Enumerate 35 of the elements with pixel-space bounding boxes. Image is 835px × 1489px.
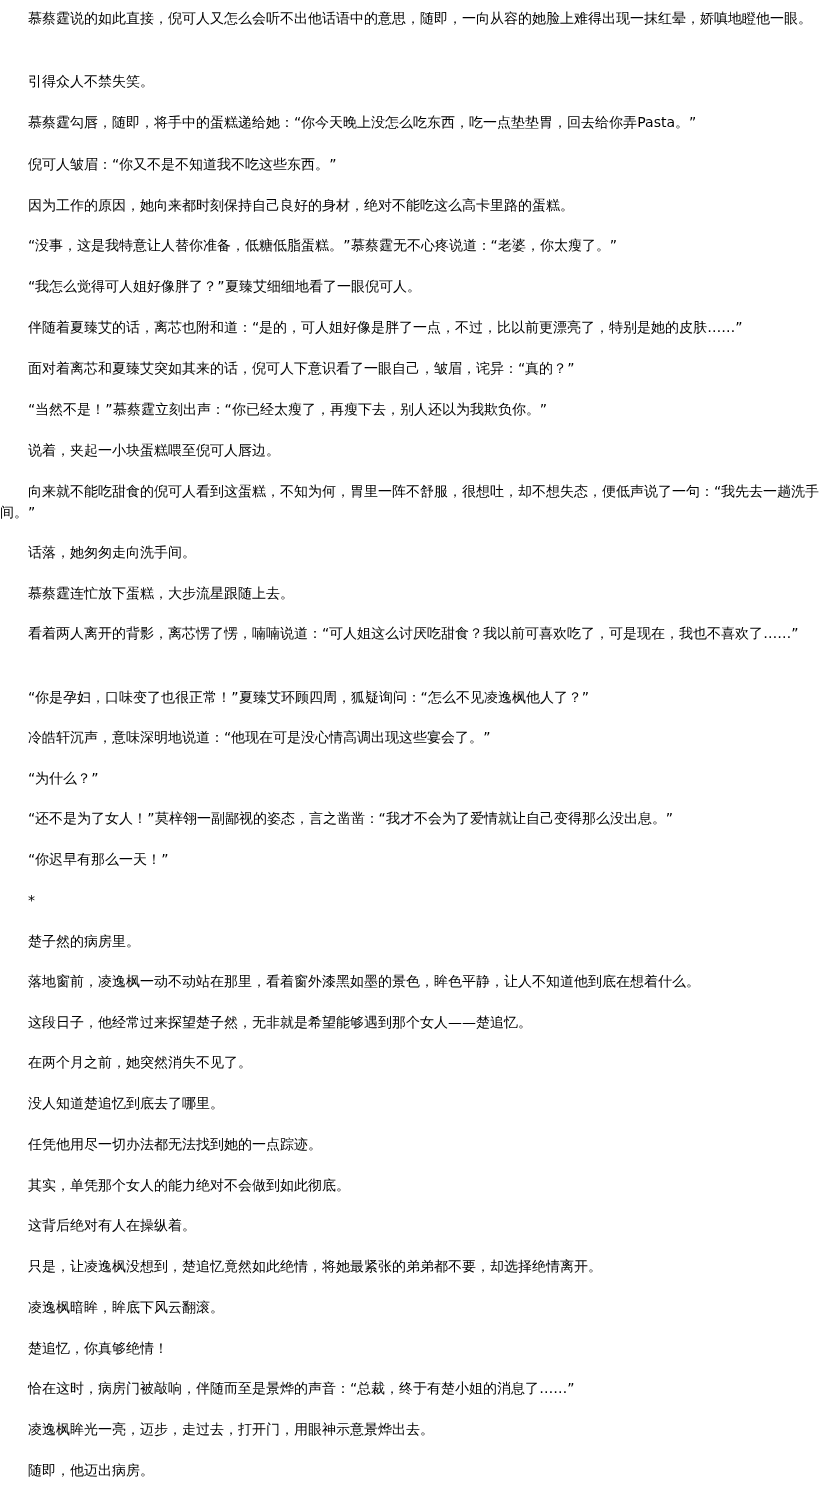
paragraph: “我怎么觉得可人姐好像胖了？”夏臻艾细细地看了一眼倪可人。 [27,277,422,296]
paragraph: 面对着离芯和夏臻艾突如其来的话，倪可人下意识看了一眼自己，皱眉，诧异：“真的？” [27,359,576,378]
paragraph: “你是孕妇，口味变了也很正常！”夏臻艾环顾四周，狐疑询问：“怎么不见凌逸枫他人了？” [27,688,590,707]
paragraph: 随即，他迈出病房。 [27,1461,155,1480]
paragraph: 冷皓轩沉声，意味深明地说道：“他现在可是没心情高调出现这些宴会了。” [27,728,492,747]
paragraph: 慕蔡霆勾唇，随即，将手中的蛋糕递给她：“你今天晚上没怎么吃东西，吃一点垫垫胃，回去给你弄Pasta。” [27,113,698,132]
paragraph: 落地窗前，凌逸枫一动不动站在那里，看着窗外漆黑如墨的景色，眸色平静，让人不知道他到底在想着什么。 [27,972,701,991]
paragraph: 楚子然的病房里。 [27,932,141,951]
paragraph: * [27,891,36,910]
paragraph: 凌逸枫暗眸，眸底下风云翻滚。 [27,1298,225,1317]
paragraph: 话落，她匆匆走向洗手间。 [27,543,197,562]
paragraph: “当然不是！”慕蔡霆立刻出声：“你已经太瘦了，再瘦下去，别人还以为我欺负你。” [27,400,548,419]
paragraph: 慕蔡霆连忙放下蛋糕，大步流星跟随上去。 [27,584,295,603]
paragraph: “没事，这是我特意让人替你准备，低糖低脂蛋糕。”慕蔡霆无不心疼说道：“老婆，你太瘦了。” [27,236,618,255]
paragraph: 伴随着夏臻艾的话，离芯也附和道：“是的，可人姐好像是胖了一点，不过，比以前更漂亮了，特别是她的皮肤……” [27,318,744,337]
paragraph: 其实，单凭那个女人的能力绝对不会做到如此彻底。 [27,1176,351,1195]
paragraph: 任凭他用尽一切办法都无法找到她的一点踪迹。 [27,1135,323,1154]
paragraph: 在两个月之前，她突然消失不见了。 [27,1053,253,1072]
paragraph: 说着，夹起一小块蛋糕喂至倪可人唇边。 [27,441,281,460]
paragraph: “还不是为了女人！”莫梓翎一副鄙视的姿态，言之凿凿：“我才不会为了爱情就让自己变得那么没出息。” [27,809,674,828]
paragraph: 楚追忆，你真够绝情！ [27,1339,169,1358]
paragraph: 只是，让凌逸枫没想到，楚追忆竟然如此绝情，将她最紧张的弟弟都不要，却选择绝情离开。 [27,1257,603,1276]
paragraph: “你迟早有那么一天！” [27,850,170,869]
paragraph: 没人知道楚追忆到底去了哪里。 [27,1094,225,1113]
paragraph: 这背后绝对有人在操纵着。 [27,1216,197,1235]
paragraph: 恰在这时，病房门被敲响，伴随而至是景烨的声音：“总裁，终于有楚小姐的消息了……” [26,1379,576,1398]
paragraph: “为什么？” [27,769,100,788]
paragraph: 倪可人皱眉：“你又不是不知道我不吃这些东西。” [27,155,338,174]
paragraph: 慕蔡霆说的如此直接，倪可人又怎么会听不出他话语中的意思，随即，一向从容的她脸上难得出现一抹红晕，娇嗔地瞪他一眼。 [27,9,813,28]
paragraph: 看着两人离开的背影，离芯愣了愣，喃喃说道：“可人姐这么讨厌吃甜食？我以前可喜欢吃了，可是现在，我也不喜欢了……” [27,624,800,643]
paragraph: 引得众人不禁失笑。 [27,72,155,91]
paragraph: 因为工作的原因，她向来都时刻保持自己良好的身材，绝对不能吃这么高卡里路的蛋糕。 [27,196,575,215]
paragraph: 向来就不能吃甜食的倪可人看到这蛋糕，不知为何，胃里一阵不舒服，很想吐，却不想失态，便低声说了一句：“我先去一趟洗手间。” [0,482,821,522]
paragraph: 凌逸枫眸光一亮，迈步，走过去，打开门，用眼神示意景烨出去。 [27,1420,435,1439]
paragraph: 这段日子，他经常过来探望楚子然，无非就是希望能够遇到那个女人——楚追忆。 [27,1013,533,1032]
